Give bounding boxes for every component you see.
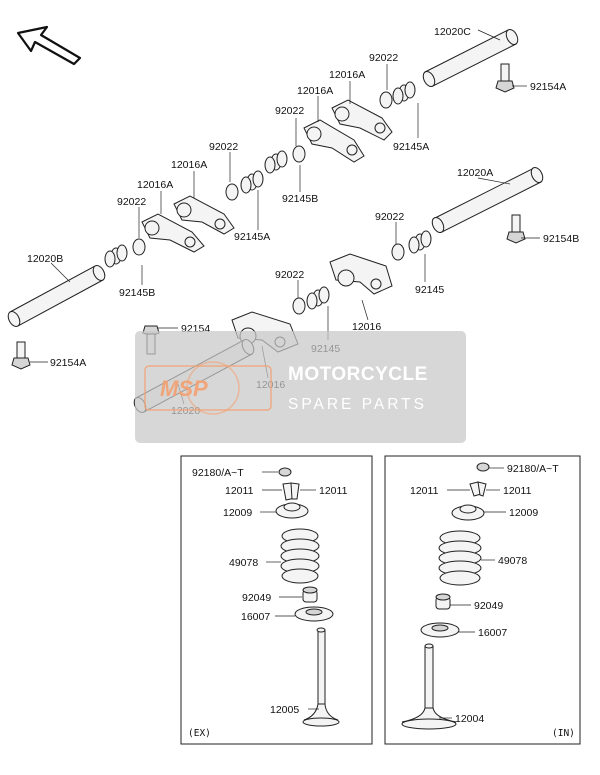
watermark-subtitle: SPARE PARTS	[288, 396, 427, 413]
washer-92022-c	[225, 183, 239, 201]
spring-92145B-b	[104, 244, 128, 268]
valve-spring-49078-ex	[280, 528, 320, 584]
in-tag: (IN)	[552, 728, 575, 739]
ex-label-12011-left: 12011	[225, 485, 254, 497]
valve-spring-49078-in	[438, 530, 482, 586]
in-label-92049: 92049	[474, 600, 503, 612]
keeper-12011-in	[469, 481, 487, 497]
rocker-shaft-12020C	[422, 29, 519, 87]
in-label-49078: 49078	[498, 555, 527, 567]
spring-92145-b	[306, 286, 330, 310]
retainer-12009-ex	[275, 502, 309, 519]
rocker-arm-12016A-a	[331, 99, 393, 141]
washer-92022-b	[292, 145, 306, 163]
cotter-92180-in	[476, 462, 490, 472]
label-12016A-c: 12016A	[171, 159, 207, 171]
label-92145B-b: 92145B	[119, 287, 155, 299]
rocker-shaft-12020A	[431, 167, 544, 233]
in-label-12011-left: 12011	[410, 485, 439, 497]
keeper-12011-ex	[282, 482, 300, 501]
label-92022-e: 92022	[375, 211, 404, 223]
stem-seal-92049-ex	[302, 586, 318, 603]
label-92022-a: 92022	[369, 52, 398, 64]
exhaust-valve-12005	[302, 627, 340, 727]
in-label-92180: 92180/A~T	[507, 463, 559, 475]
ex-label-92049: 92049	[242, 592, 271, 604]
label-12016A-a: 12016A	[329, 69, 365, 81]
rocker-arm-12016A-c	[173, 195, 235, 235]
cotter-92180-ex	[278, 467, 292, 477]
label-12016A-d: 12016A	[137, 179, 173, 191]
label-12020A: 12020A	[457, 167, 493, 179]
in-label-12009: 12009	[509, 507, 538, 519]
watermark-logo-frame	[144, 365, 272, 411]
washer-92022-e	[391, 243, 405, 261]
in-label-12004: 12004	[455, 713, 484, 725]
watermark-logo: MSP	[160, 376, 208, 401]
front-arrow-icon	[16, 25, 82, 66]
intake-valve-12004	[401, 643, 457, 730]
spring-seat-16007-in	[420, 622, 460, 638]
spring-92145A-b	[240, 170, 264, 194]
ex-label-92180: 92180/A~T	[192, 467, 244, 479]
watermark: MSP MOTORCYCLE SPARE PARTS	[135, 331, 466, 443]
washer-92022-f	[292, 297, 306, 315]
bolt-92154A-left	[11, 341, 31, 370]
ex-label-49078: 49078	[229, 557, 258, 569]
exhaust-valve-box: 92180/A~T 12011 12011 12009 49078 92049 …	[180, 455, 373, 745]
rocker-arm-12016-a	[329, 253, 393, 295]
label-92145A-a: 92145A	[393, 141, 429, 153]
in-label-16007: 16007	[478, 627, 507, 639]
label-92145B-a: 92145B	[282, 193, 318, 205]
rocker-arm-12016A-d	[141, 213, 205, 253]
watermark-globe-icon	[186, 361, 240, 415]
ex-leader-lines	[260, 471, 319, 710]
label-92154A-top: 92154A	[530, 81, 566, 93]
label-92154B: 92154B	[543, 233, 579, 245]
retainer-12009-in	[451, 504, 485, 521]
watermark-title: MOTORCYCLE	[288, 364, 428, 385]
rocker-shaft-12020B	[7, 265, 106, 327]
label-92145A-b: 92145A	[234, 231, 270, 243]
spring-92145A-a	[392, 81, 416, 105]
label-12016-a: 12016	[352, 321, 381, 333]
part-labels: 12020C 92154A 92022 12016A 12016A 92145A…	[27, 26, 579, 417]
label-92022-f: 92022	[275, 269, 304, 281]
bolt-92154B	[506, 214, 526, 244]
spring-seat-16007-ex	[294, 606, 334, 622]
spring-92145-a	[408, 230, 432, 254]
label-12016A-b: 12016A	[297, 85, 333, 97]
leader-lines	[30, 29, 540, 405]
label-92022-c: 92022	[209, 141, 238, 153]
stem-seal-92049-in	[435, 593, 451, 610]
label-12020C: 12020C	[434, 26, 471, 38]
in-label-12011-right: 12011	[503, 485, 532, 497]
in-leader-lines	[439, 467, 506, 719]
spring-92145B-a	[264, 150, 288, 174]
ex-tag: (EX)	[188, 728, 211, 739]
bolt-92154A-top	[495, 63, 515, 93]
ex-label-12011-right: 12011	[319, 485, 348, 497]
ex-label-12009: 12009	[223, 507, 252, 519]
label-92154A-left: 92154A	[50, 357, 86, 369]
label-92145-a: 92145	[415, 284, 444, 296]
washer-92022-a	[379, 91, 393, 109]
label-92022-d: 92022	[117, 196, 146, 208]
washer-92022-d	[132, 238, 146, 256]
ex-label-16007: 16007	[241, 611, 270, 623]
label-92022-b: 92022	[275, 105, 304, 117]
label-12020B: 12020B	[27, 253, 63, 265]
ex-label-12005: 12005	[270, 704, 299, 716]
intake-valve-box: 92180/A~T 12011 12011 12009 49078 92049 …	[384, 455, 581, 745]
rocker-arm-12016A-b	[303, 119, 365, 163]
